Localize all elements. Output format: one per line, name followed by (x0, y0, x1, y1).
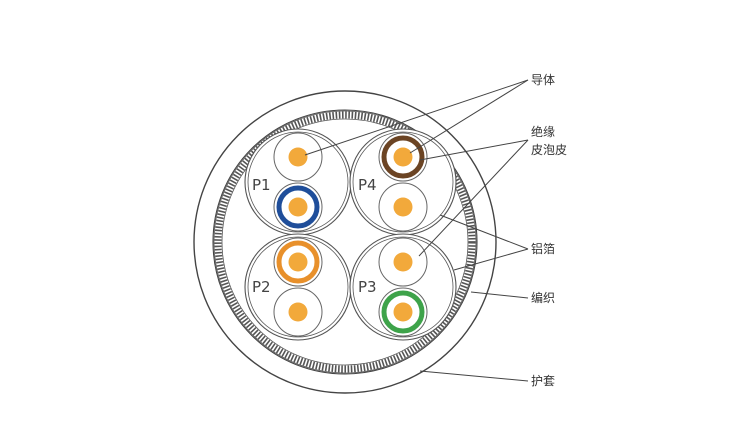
wire-conductor (288, 147, 308, 167)
foil-shield-inner-p3 (352, 236, 454, 338)
outer-jacket (193, 90, 497, 394)
pair-label-p2: P2 (252, 278, 271, 296)
callout-foil: 铝箔 (531, 241, 555, 256)
wire-conductor (393, 302, 413, 322)
pair-p3: P3 (349, 233, 457, 341)
leader-insulation-b (418, 139, 529, 257)
wire-conductor (393, 197, 413, 217)
pair-p1: P1 (244, 128, 352, 236)
wire-conductor (288, 197, 308, 217)
braid-outer-edge (213, 110, 477, 374)
leader-conductor-b (409, 79, 529, 154)
jacket-inner-edge (212, 109, 478, 375)
braid-shield (214, 111, 476, 373)
braid-inner-edge (221, 118, 469, 366)
wire-conductor (288, 302, 308, 322)
callout-braid: 编织 (531, 290, 555, 305)
wire-conductor (393, 252, 413, 272)
leader-foil-b (453, 248, 529, 271)
leader-jacket (419, 370, 529, 382)
leader-conductor-a (304, 79, 529, 156)
callout-conductor: 导体 (531, 73, 555, 87)
leader-lines (304, 79, 529, 382)
pair-p2: P2 (244, 233, 352, 341)
foil-shield-inner-p2 (247, 236, 349, 338)
leader-braid (470, 291, 529, 299)
wire-conductor (393, 147, 413, 167)
foil-shield-inner-p1 (247, 131, 349, 233)
pair-label-p4: P4 (358, 176, 377, 194)
foil-shield-p3 (349, 233, 457, 341)
foil-shield-inner-p4 (352, 131, 454, 233)
callout-foam-skin: 皮泡皮 (531, 143, 567, 157)
callout-jacket: 护套 (531, 374, 555, 388)
leader-foil-a (439, 214, 529, 250)
pair-p4: P4 (349, 128, 457, 236)
callout-insulation: 绝缘 (531, 124, 555, 139)
pair-label-p1: P1 (252, 176, 271, 194)
wire-conductor (288, 252, 308, 272)
leader-insulation-a (419, 139, 529, 161)
pair-label-p3: P3 (358, 278, 377, 296)
